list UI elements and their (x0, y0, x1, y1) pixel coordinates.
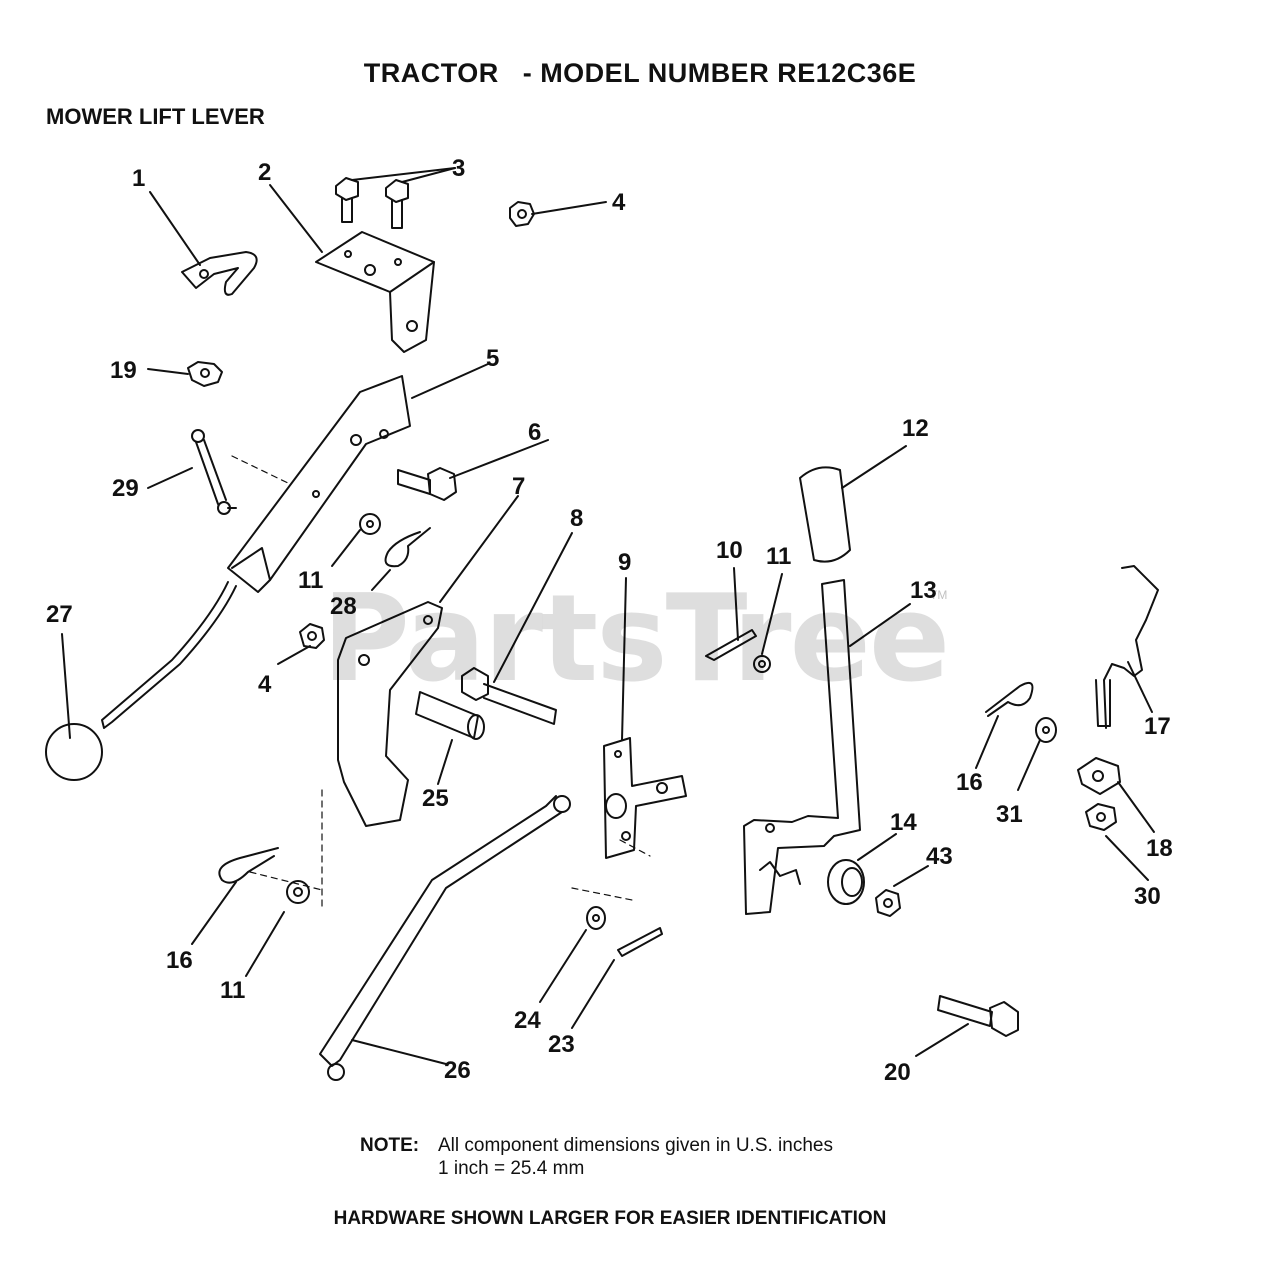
note-label: NOTE: (360, 1135, 420, 1156)
callout-numbers: 1 2 3 4 19 5 6 7 29 8 12 10 11 11 9 13 2… (46, 155, 1173, 1086)
section-title: MOWER LIFT LEVER (46, 104, 265, 129)
callout-11-left: 11 (298, 567, 323, 594)
part-6-bolt (397, 467, 457, 501)
part-26-rod (319, 795, 571, 1081)
callout-24: 24 (514, 1007, 541, 1034)
part-10-cotter-pin (705, 629, 757, 661)
callout-16-right: 16 (956, 769, 983, 796)
part-43-nut (875, 889, 901, 917)
part-7-plate (337, 601, 443, 827)
part-30-nut (1085, 803, 1117, 831)
callout-23: 23 (548, 1031, 575, 1058)
part-13-handle (743, 579, 861, 915)
part-12-grip (799, 466, 851, 563)
callout-27: 27 (46, 601, 73, 628)
callout-20: 20 (884, 1059, 911, 1086)
callout-30: 30 (1134, 883, 1161, 910)
callout-2: 2 (258, 159, 271, 186)
callout-7: 7 (512, 473, 525, 500)
watermark: PartsTree (322, 570, 950, 709)
callout-43: 43 (926, 843, 953, 870)
callout-31: 31 (996, 801, 1023, 828)
part-1-clip (181, 251, 258, 296)
callout-25: 25 (422, 785, 449, 812)
part-16-hairpins (218, 682, 1034, 884)
callout-19: 19 (110, 357, 137, 384)
part-20-bolt (937, 995, 1019, 1037)
part-17-rod (1095, 565, 1159, 729)
footer-text: HARDWARE SHOWN LARGER FOR EASIER IDENTIF… (333, 1208, 887, 1229)
callout-26: 26 (444, 1057, 471, 1084)
callout-12: 12 (902, 415, 929, 442)
callout-5: 5 (486, 345, 499, 372)
part-9-bracket (603, 737, 687, 859)
page-title: TRACTOR - MODEL NUMBER RE12C36E (363, 58, 917, 88)
callout-4: 4 (612, 189, 626, 216)
note-line-1: All component dimensions given in U.S. i… (438, 1135, 833, 1156)
watermark-tm: TM (930, 588, 948, 602)
part-14-bushing (827, 859, 865, 905)
part-4-nut (509, 201, 535, 227)
callout-11-lower: 11 (220, 977, 245, 1004)
part-28-hairpin (384, 527, 431, 568)
part-25-spacer (415, 691, 485, 740)
callout-18: 18 (1146, 835, 1173, 862)
part-3-bolts (335, 177, 409, 229)
callout-17: 17 (1144, 713, 1171, 740)
callout-1: 1 (132, 165, 145, 192)
callout-11-top: 11 (766, 543, 791, 570)
callout-9: 9 (618, 549, 631, 576)
callout-10: 10 (716, 537, 743, 564)
callout-6: 6 (528, 419, 541, 446)
note-line-2: 1 inch = 25.4 mm (438, 1158, 585, 1179)
part-23-cotter-pin (617, 927, 663, 957)
note: NOTE: All component dimensions given in U… (360, 1135, 833, 1157)
callout-4-lower: 4 (258, 671, 272, 698)
callout-29: 29 (112, 475, 139, 502)
callout-3: 3 (452, 155, 465, 182)
part-19-nut (187, 361, 223, 387)
callout-14: 14 (890, 809, 917, 836)
part-24-washer (586, 906, 606, 930)
callout-16-left: 16 (166, 947, 193, 974)
callout-13: 13 (910, 577, 937, 604)
callout-8: 8 (570, 505, 583, 532)
part-2-bracket (315, 231, 435, 353)
callout-28: 28 (330, 593, 357, 620)
part-8-bolt (461, 667, 557, 725)
part-27-knob (45, 723, 103, 781)
part-11-washers (286, 513, 771, 904)
part-29-link (191, 429, 237, 515)
part-31-washer (1035, 717, 1057, 743)
leader-lines (61, 167, 1155, 1065)
part-5-lever-arm (101, 375, 411, 729)
part-18-pivot (1077, 757, 1121, 795)
part-4-nut-lower (299, 623, 325, 649)
